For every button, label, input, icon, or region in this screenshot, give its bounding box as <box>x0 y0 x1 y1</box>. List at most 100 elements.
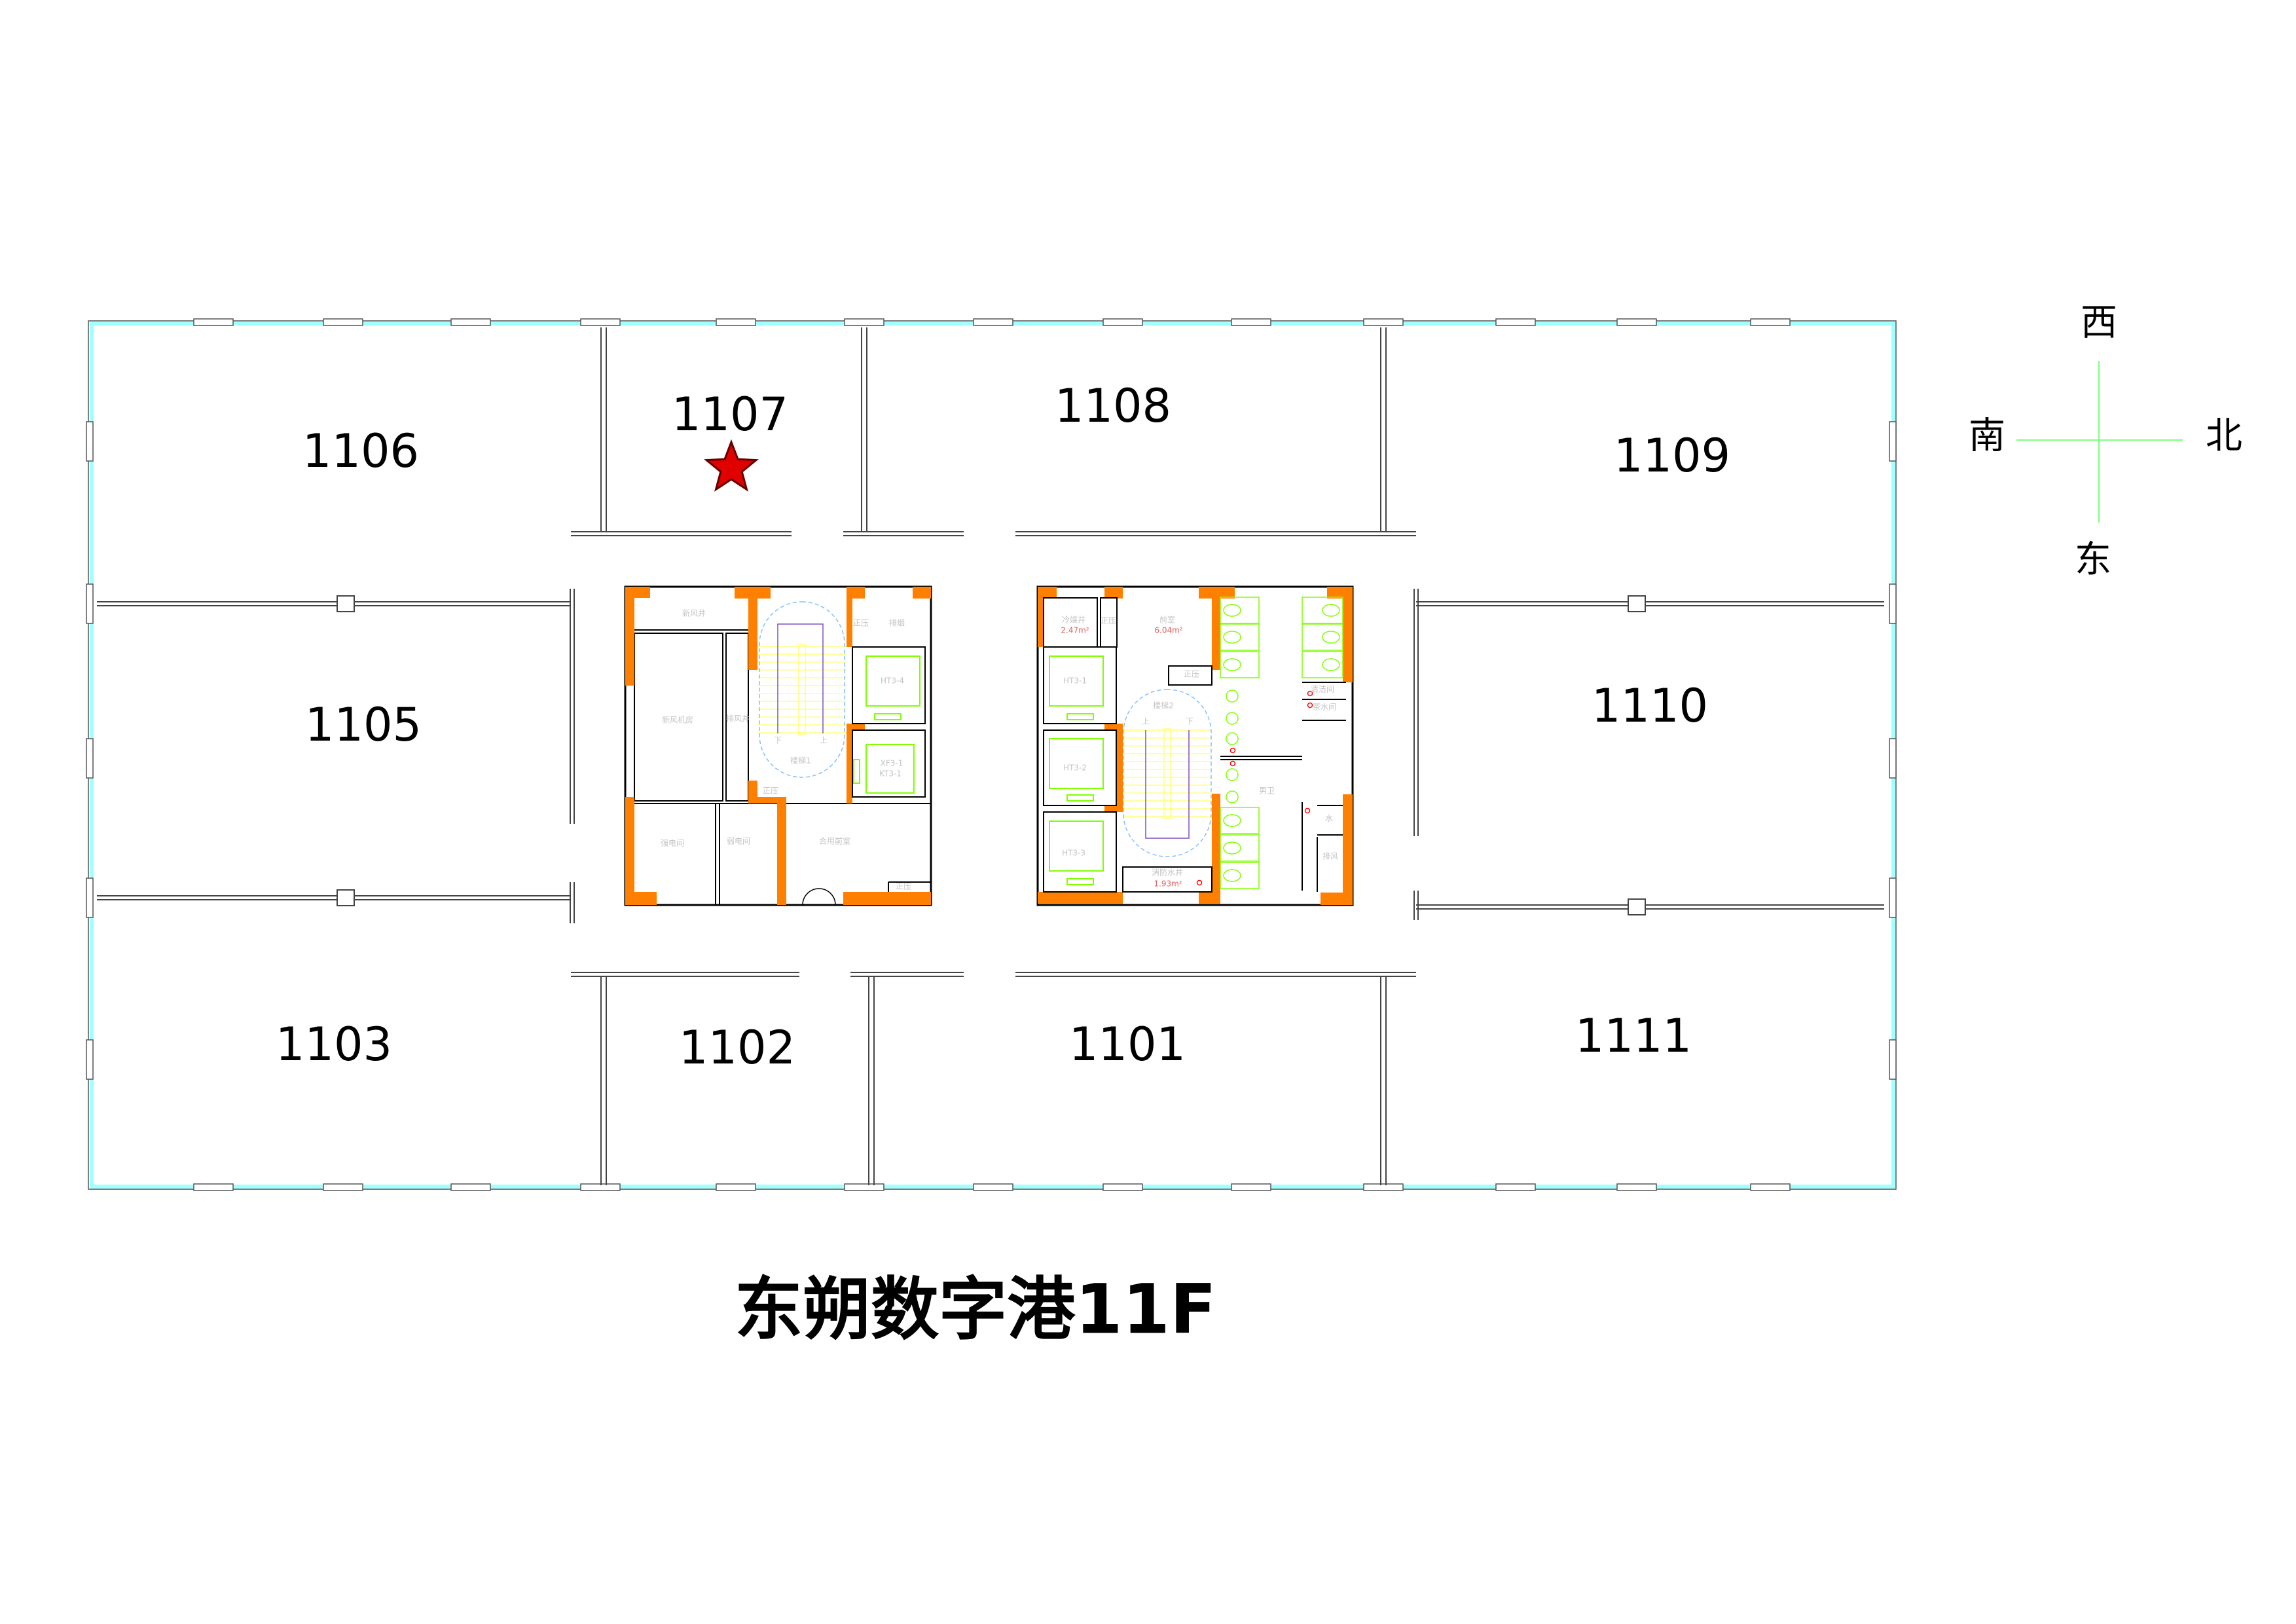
floor-drain-icon <box>1230 747 1236 754</box>
room-1103[interactable]: 1103 <box>276 1018 392 1071</box>
label: 下 <box>774 736 782 745</box>
window-mullion <box>450 1183 491 1191</box>
window-mullion <box>323 1183 363 1191</box>
window-mullion <box>86 583 94 624</box>
window-mullion <box>1616 318 1657 326</box>
window-mullion <box>450 318 491 326</box>
window-mullion <box>1889 877 1897 918</box>
label: 上 <box>820 736 828 745</box>
window-mullion <box>193 1183 234 1191</box>
window-mullion <box>973 318 1013 326</box>
toilet-stall <box>1302 623 1343 651</box>
window-mullion <box>86 738 94 779</box>
label: 新风机房 <box>662 715 693 725</box>
label: 前室 <box>1159 615 1175 625</box>
window-mullion <box>1231 318 1271 326</box>
window-mullion <box>580 318 621 326</box>
urinal-icon <box>1226 690 1239 703</box>
label: 下 <box>1186 717 1194 726</box>
star-icon <box>704 439 759 492</box>
label: 男卫 <box>1259 786 1275 796</box>
room-1109[interactable]: 1109 <box>1614 429 1730 483</box>
label: 楼梯2 <box>1153 701 1174 710</box>
room-1105[interactable]: 1105 <box>305 698 422 752</box>
room-1101[interactable]: 1101 <box>1069 1018 1186 1071</box>
lift-ht3-1 <box>1043 646 1117 724</box>
window-mullion <box>86 877 94 918</box>
label: 清洁间 <box>1311 685 1334 694</box>
toilet-stall <box>1220 623 1260 651</box>
room-1110[interactable]: 1110 <box>1592 679 1708 733</box>
toilet-icon <box>1223 841 1241 855</box>
lift-xf3-1 <box>852 729 926 798</box>
floor-drain-icon <box>1304 807 1311 814</box>
toilet-stall <box>1220 597 1260 624</box>
compass: 西 南 北 东 <box>1969 302 2242 581</box>
room-1102[interactable]: 1102 <box>679 1021 795 1075</box>
toilet-icon <box>1223 631 1241 644</box>
toilet-icon <box>1223 604 1241 617</box>
core-right: 冷媒井 2.47m² 正压 前室 6.04m² 正压 楼梯2 上 下 HT3-1… <box>1036 585 1354 906</box>
window-mullion <box>1750 1183 1791 1191</box>
window-mullion <box>86 421 94 462</box>
label: 新风井 <box>682 608 706 618</box>
toilet-icon <box>1322 604 1340 617</box>
toilet-icon <box>1223 814 1241 827</box>
window-mullion <box>1363 318 1404 326</box>
label: 楼梯1 <box>790 756 811 766</box>
label: 水 <box>1325 814 1333 823</box>
toilet-icon <box>1223 658 1241 671</box>
toilet-stall <box>1302 651 1343 678</box>
area-label: 2.47m² <box>1061 626 1089 635</box>
label: 正压 <box>763 786 778 796</box>
window-mullion <box>1889 421 1897 462</box>
area-label: 1.93m² <box>1154 879 1182 889</box>
label: 弱电间 <box>727 837 750 846</box>
window-mullion <box>844 1183 884 1191</box>
window-mullion <box>1889 738 1897 779</box>
window-mullion <box>1750 318 1791 326</box>
label: HT3-2 <box>1063 764 1087 773</box>
window-mullion <box>86 1039 94 1080</box>
room-1111[interactable]: 1111 <box>1575 1009 1692 1063</box>
window-mullion <box>973 1183 1013 1191</box>
label: HT3-4 <box>881 676 904 686</box>
partition-walls <box>97 327 1884 1185</box>
window-mullion <box>844 318 884 326</box>
window-mullion <box>716 318 756 326</box>
toilet-stall <box>1220 834 1260 862</box>
window-mullion <box>1102 1183 1143 1191</box>
label: 上 <box>1142 717 1150 726</box>
outer-facade <box>86 318 1897 1191</box>
room-1107[interactable]: 1107 <box>672 388 788 441</box>
toilet-stall <box>1302 597 1343 624</box>
compass-east: 东 <box>2075 539 2111 581</box>
compass-north: 北 <box>2206 415 2242 458</box>
toilet-icon <box>1322 631 1340 644</box>
window-mullion <box>1231 1183 1271 1191</box>
label: KT3-1 <box>879 769 902 779</box>
room-1106[interactable]: 1106 <box>302 424 419 478</box>
stair-1 <box>757 601 847 778</box>
label: 正压 <box>1101 616 1116 625</box>
urinal-icon <box>1226 790 1239 803</box>
floor-drain-icon <box>1307 702 1313 709</box>
label: 排烟 <box>889 619 905 628</box>
label: HT3-1 <box>1063 676 1087 686</box>
room-1108[interactable]: 1108 <box>1055 379 1171 433</box>
fresh-air-room <box>634 633 723 802</box>
area-label: 6.04m² <box>1154 626 1182 635</box>
label: 消防水井 <box>1152 868 1183 877</box>
label: 合用前室 <box>819 836 850 846</box>
toilet-fixtures <box>1196 597 1343 889</box>
floor-drain-icon <box>1230 760 1236 767</box>
toilet-stall <box>1220 807 1260 834</box>
core-left: 新风井 新风机房 排风井 楼梯1 下 上 正压 排烟 HT3-4 XF3-1 K… <box>624 585 932 906</box>
label: 排风 <box>1322 852 1338 861</box>
urinal-icon <box>1226 712 1239 725</box>
label: HT3-3 <box>1062 849 1085 858</box>
label: 冷媒井 <box>1062 616 1085 625</box>
stair-2 <box>1122 689 1212 893</box>
floor-drain-icon <box>1196 879 1203 886</box>
